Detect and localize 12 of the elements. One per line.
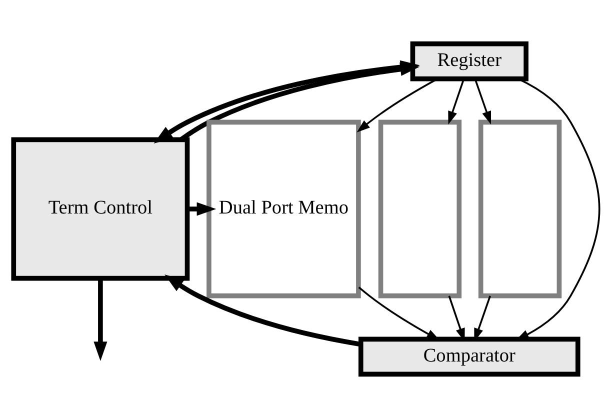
arrow [474, 78, 492, 125]
node-box [378, 120, 462, 298]
node-box: Dual Port Memo [206, 120, 361, 298]
node-box: Comparator [358, 336, 580, 377]
node-box: Term Control [11, 137, 190, 281]
arrow [187, 202, 216, 216]
arrow [356, 78, 438, 132]
arrow [94, 278, 108, 362]
arrow [164, 274, 362, 347]
node-box [478, 120, 562, 298]
arrow [448, 78, 465, 125]
node-box: Register [410, 41, 528, 82]
